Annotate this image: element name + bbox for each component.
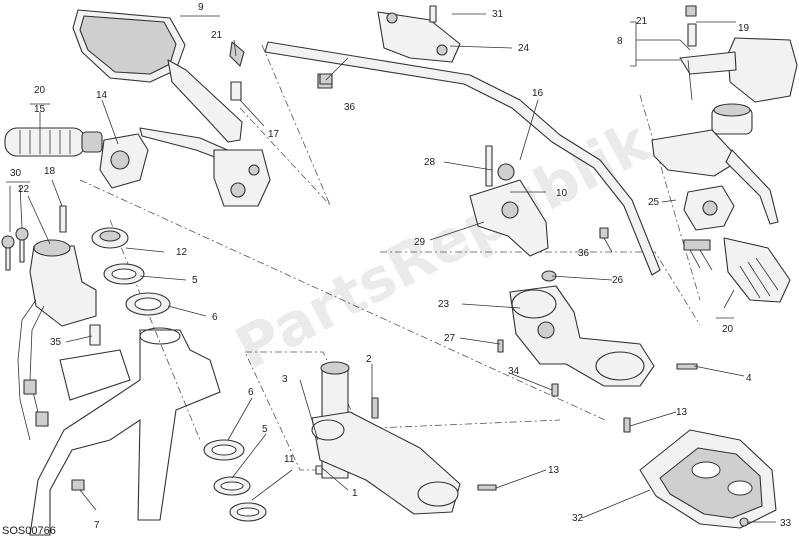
callout-9: 9 [198,2,204,13]
callout-20-right: 20 [722,324,734,335]
callout-6-upper: 6 [212,312,218,323]
callout-23: 23 [438,299,450,310]
callout-36-left: 36 [344,102,356,113]
callout-4: 4 [746,373,752,384]
mirror-adapter-left [229,41,245,101]
callout-5-lower: 5 [262,424,268,435]
upper-triple-clamp [497,270,698,433]
bearing-6-upper [125,292,171,316]
callout-21-right: 21 [636,16,648,27]
callout-19: 19 [738,23,750,34]
callout-22: 22 [18,184,30,195]
callout-12: 12 [176,247,188,258]
callout-28: 28 [424,157,436,168]
callout-21-left: 21 [211,30,223,41]
callout-32: 32 [572,513,584,524]
callout-17: 17 [268,129,280,140]
handlebar-clamp-top [377,5,461,63]
callout-36-right: 36 [578,248,590,259]
brake-master-cylinder [651,103,779,225]
callout-34: 34 [508,366,520,377]
grip-left [4,127,103,157]
assembly-lines [79,44,701,471]
callout-11: 11 [284,454,295,465]
callout-26: 26 [612,275,624,286]
bearing-6-lower [203,439,245,461]
callout-8: 8 [617,36,623,47]
clip-7 [71,479,85,491]
callout-29: 29 [414,237,426,248]
fastener-18 [59,205,67,233]
fastener-35 [89,324,101,346]
clutch-lever-assembly [139,127,271,207]
callout-13-upper: 13 [676,407,688,418]
callout-27: 27 [444,333,456,344]
frame [29,327,221,536]
handlebar-riser [469,145,549,257]
callout-10: 10 [556,188,568,199]
switch-left [99,133,149,189]
callout-16: 16 [532,88,544,99]
leader-lines [6,13,776,523]
clip-36-left [319,73,333,85]
callout-35: 35 [50,337,62,348]
callout-7: 7 [94,520,100,531]
callout-14: 14 [96,90,108,101]
headstock-cover [639,429,777,529]
callout-31: 31 [492,9,504,20]
seal-11 [229,502,267,522]
keys [1,227,29,271]
diagram-code: SOS00766 [2,525,56,537]
callout-15: 15 [34,104,46,115]
callout-labels: 9 21 17 14 20 15 30 22 18 12 5 6 35 36 3… [10,2,792,531]
callout-1: 1 [352,488,358,499]
lower-triple-clamp [311,361,461,515]
grip-right [683,237,791,303]
ring-5-lower [213,476,251,496]
mirror-left [72,9,243,143]
mirror-right [679,5,798,103]
callout-5-upper: 5 [192,275,198,286]
bolt-13-lower [477,484,497,491]
callout-30: 30 [10,168,22,179]
callout-13-lower: 13 [548,465,560,476]
ring-5-upper [103,263,145,285]
callout-24: 24 [518,43,530,54]
switch-right [683,185,735,231]
ignition-switch [17,239,97,441]
ignition-ring-12 [91,227,129,249]
callout-6-lower: 6 [248,387,254,398]
callout-18: 18 [44,166,56,177]
callout-25: 25 [648,197,660,208]
callout-20-left: 20 [34,85,46,96]
callout-2: 2 [366,354,372,365]
callout-33: 33 [780,518,792,529]
callout-3: 3 [282,374,288,385]
clip-36-right [599,227,609,239]
